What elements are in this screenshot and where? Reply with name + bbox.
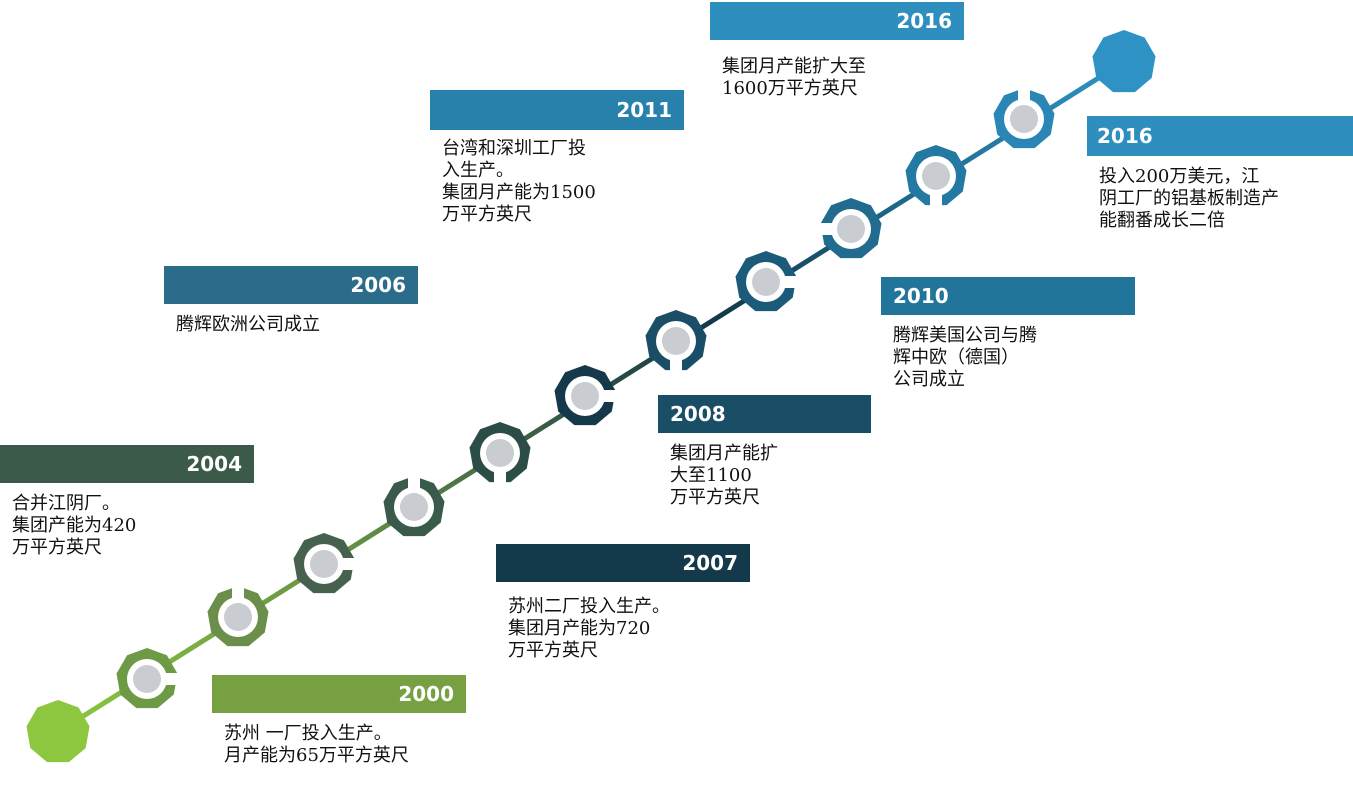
- year-label-2010: 2010: [881, 277, 1135, 315]
- year-label-2006: 2006: [164, 266, 418, 304]
- milestone-text-2006: 腾辉欧洲公司成立: [164, 304, 418, 336]
- timeline-node: [735, 251, 798, 312]
- timeline-node: [554, 365, 617, 426]
- timeline-node: [645, 310, 707, 373]
- year-label-2000: 2000: [212, 675, 466, 713]
- milestone-card-2011: 2011 台湾和深圳工厂投 入生产。 集团月产能为1500 万平方英尺: [430, 90, 684, 240]
- milestone-card-2006: 2006 腾辉欧洲公司成立: [164, 266, 418, 346]
- year-label-2011: 2011: [430, 90, 684, 130]
- timeline-node: [207, 585, 269, 647]
- year-label-2008: 2008: [658, 395, 871, 433]
- milestone-text-2000: 苏州 一厂投入生产。 月产能为65万平方英尺: [212, 713, 466, 767]
- milestone-text-2007: 苏州二厂投入生产。 集团月产能为720 万平方英尺: [496, 582, 750, 662]
- milestone-text-2016-right: 投入200万美元，江 阴工厂的铝基板制造产 能翻番成长二倍: [1087, 156, 1353, 232]
- timeline-node: [469, 422, 531, 485]
- milestone-text-2010: 腾辉美国公司与腾 辉中欧（德国） 公司成立: [881, 315, 1135, 391]
- year-label-2007: 2007: [496, 544, 750, 582]
- milestone-text-2008: 集团月产能扩 大至1100 万平方英尺: [658, 433, 871, 509]
- year-label-2004: 2004: [0, 445, 254, 483]
- timeline-node: [1092, 30, 1156, 93]
- milestone-card-2010: 2010 腾辉美国公司与腾 辉中欧（德国） 公司成立: [881, 277, 1135, 401]
- timeline-node: [993, 87, 1055, 149]
- milestone-text-2004: 合并江阴厂。 集团产能为420 万平方英尺: [0, 483, 254, 559]
- milestone-card-2004: 2004 合并江阴厂。 集团产能为420 万平方英尺: [0, 445, 254, 569]
- year-label-2016-right: 2016: [1087, 116, 1353, 156]
- year-label-2016-top: 2016: [710, 2, 964, 40]
- timeline-node: [383, 475, 445, 537]
- timeline-node: [26, 700, 90, 763]
- milestone-card-2016-right: 2016 投入200万美元，江 阴工厂的铝基板制造产 能翻番成长二倍: [1087, 116, 1353, 240]
- timeline-node: [293, 533, 356, 594]
- milestone-card-2008: 2008 集团月产能扩 大至1100 万平方英尺: [658, 395, 871, 519]
- milestone-card-2007: 2007 苏州二厂投入生产。 集团月产能为720 万平方英尺: [496, 544, 750, 668]
- timeline-node: [116, 648, 179, 709]
- milestone-card-2000: 2000 苏州 一厂投入生产。 月产能为65万平方英尺: [212, 675, 466, 799]
- timeline-node: [819, 198, 882, 259]
- timeline-node: [905, 145, 967, 208]
- milestone-text-2011: 台湾和深圳工厂投 入生产。 集团月产能为1500 万平方英尺: [430, 130, 684, 226]
- milestone-card-2016-top: 2016 集团月产能扩大至 1600万平方英尺: [710, 2, 964, 106]
- milestone-text-2016-top: 集团月产能扩大至 1600万平方英尺: [710, 40, 964, 100]
